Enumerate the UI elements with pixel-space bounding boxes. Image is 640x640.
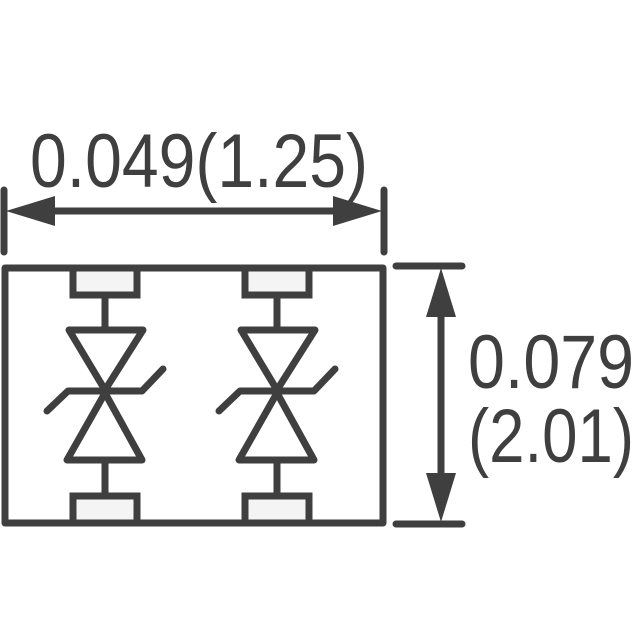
arrow-right-icon (333, 196, 382, 226)
diode-triangle-up-icon (235, 389, 318, 464)
arrow-up-icon (426, 268, 456, 317)
diode-triangle-up-icon (63, 389, 146, 464)
height-label-inches: 0.079 (468, 320, 634, 405)
diode-triangle-down-icon (65, 326, 147, 394)
tvs-diode-1 (43, 264, 167, 527)
pad-top (69, 264, 141, 299)
width-dimension: 0.049(1.25) (0, 119, 388, 256)
height-label-mm: (2.01) (468, 394, 634, 479)
arrow-left-icon (6, 196, 55, 226)
arrow-down-icon (426, 473, 456, 522)
pad-bottom (241, 492, 313, 527)
pad-top (241, 264, 313, 299)
width-label: 0.049(1.25) (30, 119, 368, 204)
diode-triangle-down-icon (237, 326, 319, 394)
package-outline (1, 264, 387, 527)
tvs-diode-2 (215, 264, 339, 527)
pad-bottom (69, 492, 141, 527)
height-dimension: 0.079 (2.01) (392, 262, 634, 528)
zener-bar-icon (43, 365, 167, 415)
zener-bar-icon (215, 365, 339, 415)
